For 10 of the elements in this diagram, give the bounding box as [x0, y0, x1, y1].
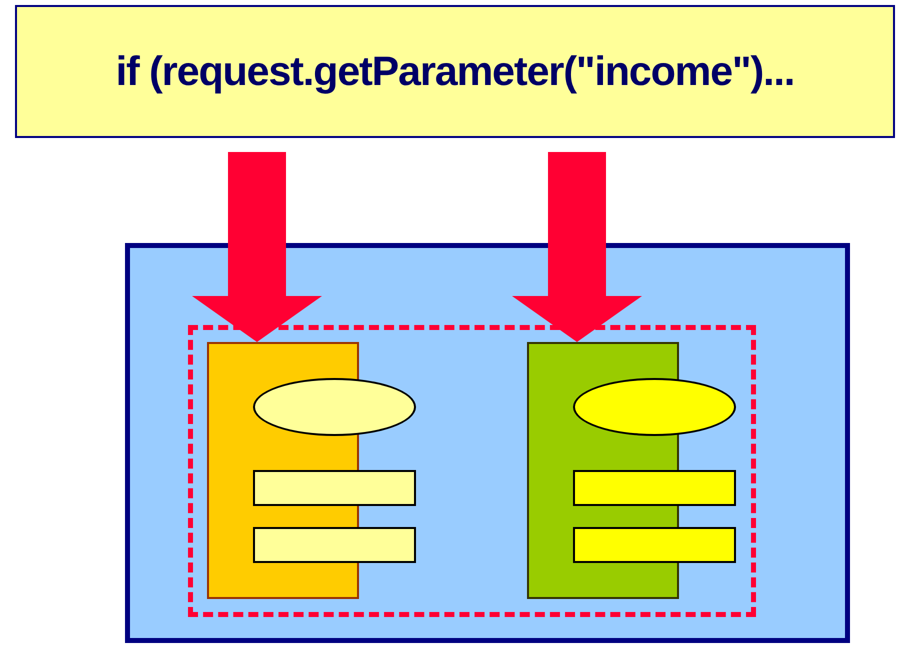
- bar-shape: [253, 527, 416, 563]
- arrow: [512, 152, 642, 342]
- bar-shape: [253, 470, 416, 506]
- arrow: [192, 152, 322, 342]
- bar-shape: [573, 527, 736, 563]
- bar-shape: [573, 470, 736, 506]
- panel: [125, 243, 850, 643]
- code-text: if (request.getParameter("income")...: [116, 48, 794, 95]
- code-box: [15, 5, 895, 138]
- dashed-region: [188, 325, 756, 617]
